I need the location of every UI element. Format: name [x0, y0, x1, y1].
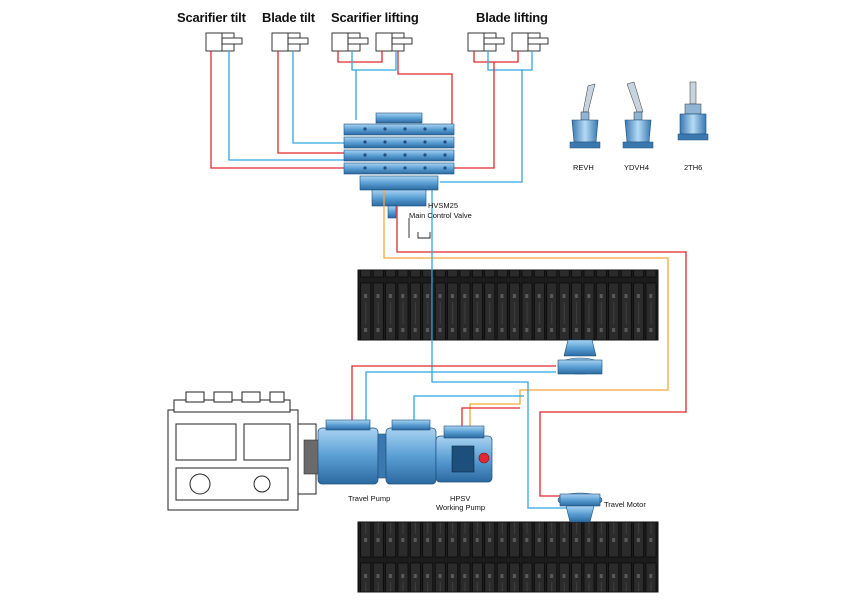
joystick-ydvh4-icon	[622, 81, 654, 149]
upper-hose-lines	[210, 51, 533, 183]
label-joystick-ydvh4: YDVH4	[624, 163, 650, 172]
engine-icon	[167, 391, 317, 511]
second-pump-icon	[385, 419, 437, 485]
label-blade-tilt: Blade tilt	[262, 10, 315, 25]
label-working-pump: Working Pump	[436, 503, 486, 512]
travel-motor-lower-icon	[557, 492, 603, 523]
working-pump-icon	[435, 425, 493, 483]
cylinder-scarifier-tilt	[205, 32, 243, 52]
track-upper	[357, 269, 659, 341]
travel-motor-upper-icon	[557, 339, 603, 375]
lower-hose-lines	[351, 190, 687, 509]
cylinder-blade-tilt	[271, 32, 309, 52]
travel-pump-icon	[303, 419, 387, 485]
cylinder-blade-lifting-left	[467, 32, 505, 52]
cylinder-scarifier-lifting-right	[375, 32, 413, 52]
label-valve-desc: Main Control Valve	[409, 211, 472, 220]
cylinder-blade-lifting-right	[511, 32, 549, 52]
label-travel-motor: Travel Motor	[604, 500, 646, 509]
label-joystick-2th6: 2TH6	[684, 163, 703, 172]
cylinder-scarifier-lifting-left	[331, 32, 369, 52]
label-working-pump-code: HPSV	[450, 494, 471, 503]
label-blade-lifting: Blade lifting	[476, 10, 548, 25]
label-valve-name: HVSM25	[428, 201, 459, 210]
track-lower	[357, 521, 659, 593]
label-scarifier-tilt: Scarifier tilt	[177, 10, 246, 25]
label-travel-pump: Travel Pump	[348, 494, 391, 503]
joystick-2th6-icon	[677, 81, 709, 141]
joystick-revh-icon	[569, 83, 601, 149]
label-joystick-revh: REVH	[573, 163, 594, 172]
main-control-valve	[343, 112, 455, 239]
label-scarifier-lifting: Scarifier lifting	[331, 10, 419, 25]
